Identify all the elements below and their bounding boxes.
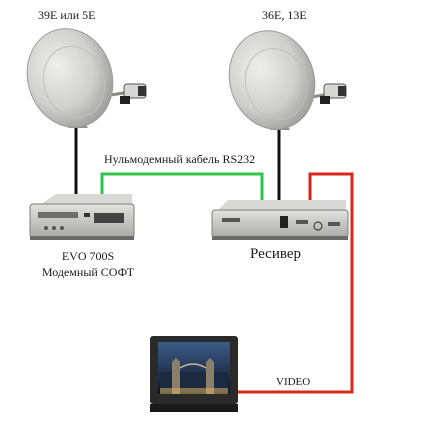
receiver-device [211, 200, 349, 240]
evo-700s-device [29, 194, 135, 240]
right-lnb-icon [320, 83, 347, 104]
right-satellite-label: 36E, 13E [262, 8, 307, 22]
rs232-cable-label: Нульмодемный кабель RS232 [104, 152, 256, 166]
video-cable [236, 172, 354, 394]
left-lnb-icon [120, 83, 147, 104]
left-satellite-label: 39E или 5E [38, 8, 96, 22]
right-satellite-dish [228, 30, 347, 130]
left-satellite-dish [26, 28, 147, 128]
evo-model-label: EVO 700S [61, 249, 115, 263]
receiver-label: Ресивер [250, 246, 302, 262]
evo-software-label: Модемный СОФТ [41, 265, 135, 279]
video-cable-label: VIDEO [276, 376, 311, 388]
evo-device-label: EVO 700S Модемный СОФТ [38, 248, 138, 280]
tv-icon [150, 336, 238, 412]
rs232-cable [100, 172, 264, 200]
